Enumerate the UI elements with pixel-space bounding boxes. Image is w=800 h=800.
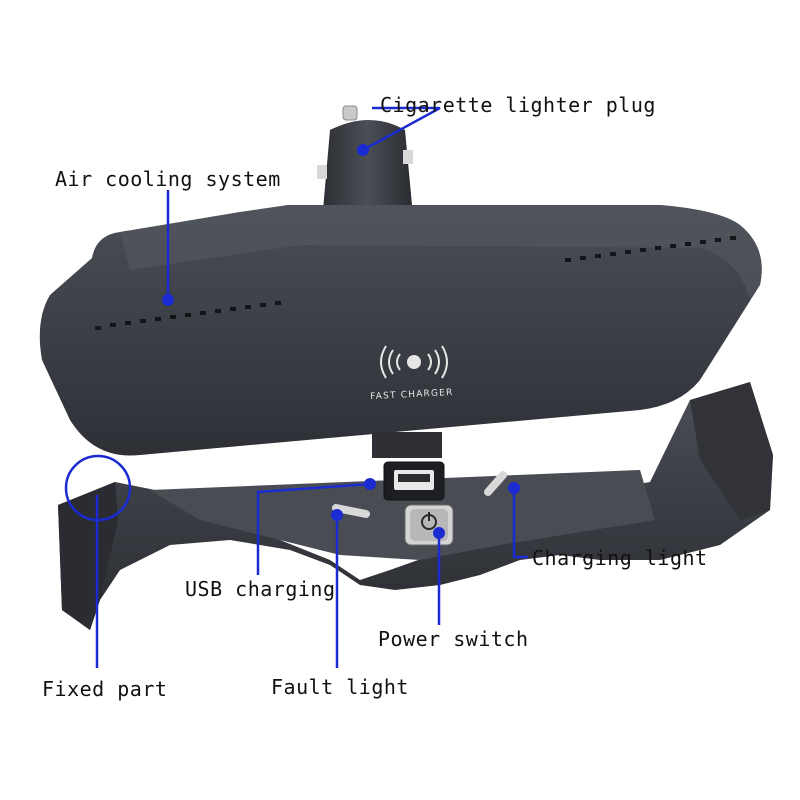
callout-line-usb xyxy=(256,482,371,575)
device-base xyxy=(58,382,773,630)
cigarette-lighter-plug xyxy=(317,105,413,210)
fault-light xyxy=(332,504,370,518)
label-usb-charging: USB charging xyxy=(185,577,336,601)
vent-slots-right xyxy=(565,236,736,262)
charging-light-indicator xyxy=(484,471,507,496)
label-fault-light: Fault light xyxy=(271,675,409,699)
usb-port xyxy=(383,461,445,501)
callout-dots xyxy=(162,144,520,539)
vent-slots-left xyxy=(95,301,281,330)
label-air-cooling-system: Air cooling system xyxy=(55,167,281,191)
label-charging-light: Charging light xyxy=(532,546,708,570)
callout-line-charging-light xyxy=(512,488,528,559)
callout-lines xyxy=(64,106,528,668)
wireless-charging-logo xyxy=(380,345,448,379)
label-cigarette-lighter-plug: Cigarette lighter plug xyxy=(380,93,656,117)
power-switch-button xyxy=(404,504,454,546)
label-fixed-part: Fixed part xyxy=(42,677,168,701)
panel-fast-charger-text: FAST CHARGER xyxy=(370,388,454,402)
charging-panel: FAST CHARGER xyxy=(39,205,762,458)
callout-line-cigarette xyxy=(362,106,441,152)
fixed-part-highlight-circle xyxy=(64,454,132,522)
label-power-switch: Power switch xyxy=(378,627,529,651)
